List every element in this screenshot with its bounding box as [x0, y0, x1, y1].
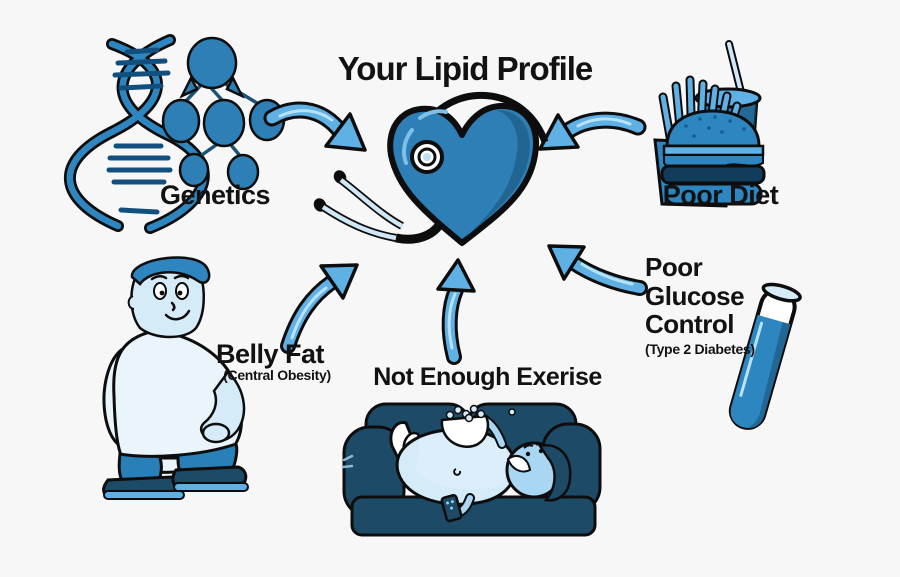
- fast-food-icon: [653, 40, 766, 208]
- arrow-poordiet-to-heart-icon: [538, 111, 647, 151]
- factor-label-genetics: Genetics: [159, 180, 271, 210]
- couch-potato-icon: [341, 402, 602, 537]
- arrow-genetics-to-heart-icon: [263, 101, 367, 152]
- factor-sublabel-belly-fat: (Central Obesity): [223, 367, 331, 383]
- factor-label-belly-fat: Belly Fat: [215, 339, 325, 369]
- factor-label-poor-diet: Poor Diet: [662, 180, 779, 210]
- heart-stethoscope-icon: [313, 92, 549, 246]
- dna-icon: [64, 34, 210, 234]
- factor-label-poor-glucose-control: Poor Glucose Control: [645, 252, 745, 340]
- overweight-man-icon: [102, 256, 249, 500]
- arrow-glucose-to-heart-icon: [547, 244, 648, 296]
- factor-label-not-enough-exercise: Not Enough Exerise: [373, 363, 602, 391]
- blood-test-tube-icon: [728, 282, 802, 430]
- diagram-title: Your Lipid Profile: [337, 50, 594, 87]
- burger-icon: [660, 109, 766, 206]
- family-tree-icon: [161, 36, 286, 191]
- arrow-bellyfat-to-heart-icon: [280, 263, 359, 354]
- arrow-exercise-to-heart-icon: [436, 258, 476, 365]
- factor-sublabel-poor-glucose-control: (Type 2 Diabetes): [645, 341, 755, 357]
